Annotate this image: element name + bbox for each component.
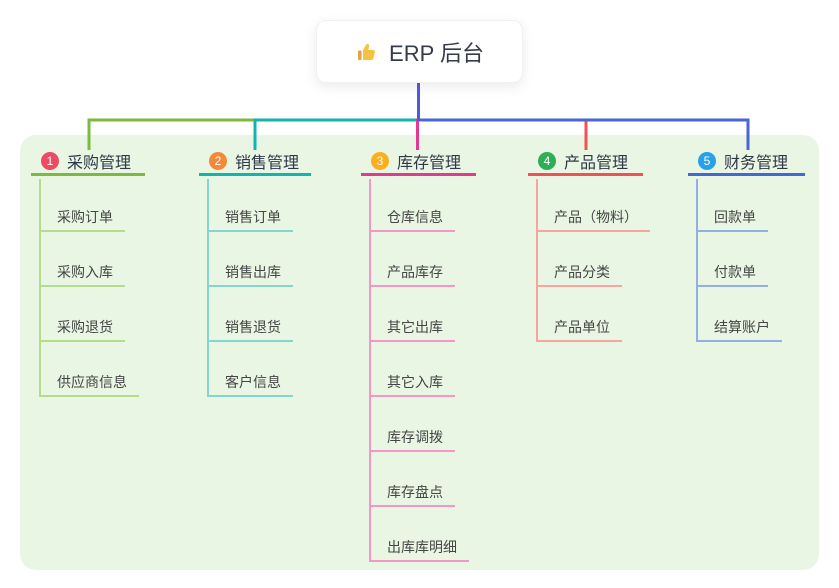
branch-badge: 5 bbox=[698, 151, 716, 170]
branch-node-1[interactable]: 1 采购管理 bbox=[31, 148, 145, 176]
child-connector-line bbox=[369, 179, 371, 562]
child-connector-line bbox=[39, 179, 41, 397]
child-node[interactable]: 回款单 bbox=[696, 207, 768, 232]
branch-node-4[interactable]: 4 产品管理 bbox=[528, 148, 643, 176]
child-node[interactable]: 产品（物料） bbox=[536, 207, 650, 232]
branch-label: 财务管理 bbox=[724, 154, 789, 172]
branch-node-3[interactable]: 3 库存管理 bbox=[361, 148, 476, 176]
child-node[interactable]: 其它入库 bbox=[369, 372, 455, 397]
child-node[interactable]: 销售订单 bbox=[207, 207, 293, 232]
root-node[interactable]: ERP 后台 bbox=[316, 20, 523, 83]
child-node[interactable]: 产品分类 bbox=[536, 262, 622, 287]
child-node[interactable]: 库存盘点 bbox=[369, 482, 455, 507]
child-node[interactable]: 其它出库 bbox=[369, 317, 455, 342]
child-connector-line bbox=[696, 179, 698, 342]
child-node[interactable]: 销售出库 bbox=[207, 262, 293, 287]
child-node[interactable]: 供应商信息 bbox=[39, 372, 139, 397]
child-node[interactable]: 采购入库 bbox=[39, 262, 125, 287]
child-node[interactable]: 结算账户 bbox=[696, 317, 782, 342]
branch-node-5[interactable]: 5 财务管理 bbox=[688, 148, 805, 176]
child-node[interactable]: 采购退货 bbox=[39, 317, 125, 342]
child-node[interactable]: 仓库信息 bbox=[369, 207, 455, 232]
child-connector-line bbox=[207, 179, 209, 397]
branch-badge: 3 bbox=[371, 151, 389, 170]
branch-label: 销售管理 bbox=[235, 154, 300, 172]
child-node[interactable]: 产品单位 bbox=[536, 317, 622, 342]
child-connector-line bbox=[536, 179, 538, 342]
branch-label: 产品管理 bbox=[564, 154, 629, 172]
branches-panel bbox=[20, 135, 819, 570]
branch-label: 库存管理 bbox=[397, 154, 462, 172]
branch-badge: 2 bbox=[209, 151, 227, 170]
child-node[interactable]: 客户信息 bbox=[207, 372, 293, 397]
branch-label: 采购管理 bbox=[67, 154, 132, 172]
child-node[interactable]: 销售退货 bbox=[207, 317, 293, 342]
child-node[interactable]: 采购订单 bbox=[39, 207, 125, 232]
child-node[interactable]: 出库库明细 bbox=[369, 537, 469, 562]
child-node[interactable]: 产品库存 bbox=[369, 262, 455, 287]
branch-badge: 4 bbox=[538, 151, 556, 170]
child-node[interactable]: 库存调拨 bbox=[369, 427, 455, 452]
child-node[interactable]: 付款单 bbox=[696, 262, 768, 287]
root-title: ERP 后台 bbox=[389, 40, 484, 66]
thumbs-up-icon bbox=[358, 43, 375, 60]
branch-badge: 1 bbox=[41, 151, 59, 170]
branch-node-2[interactable]: 2 销售管理 bbox=[199, 148, 311, 176]
